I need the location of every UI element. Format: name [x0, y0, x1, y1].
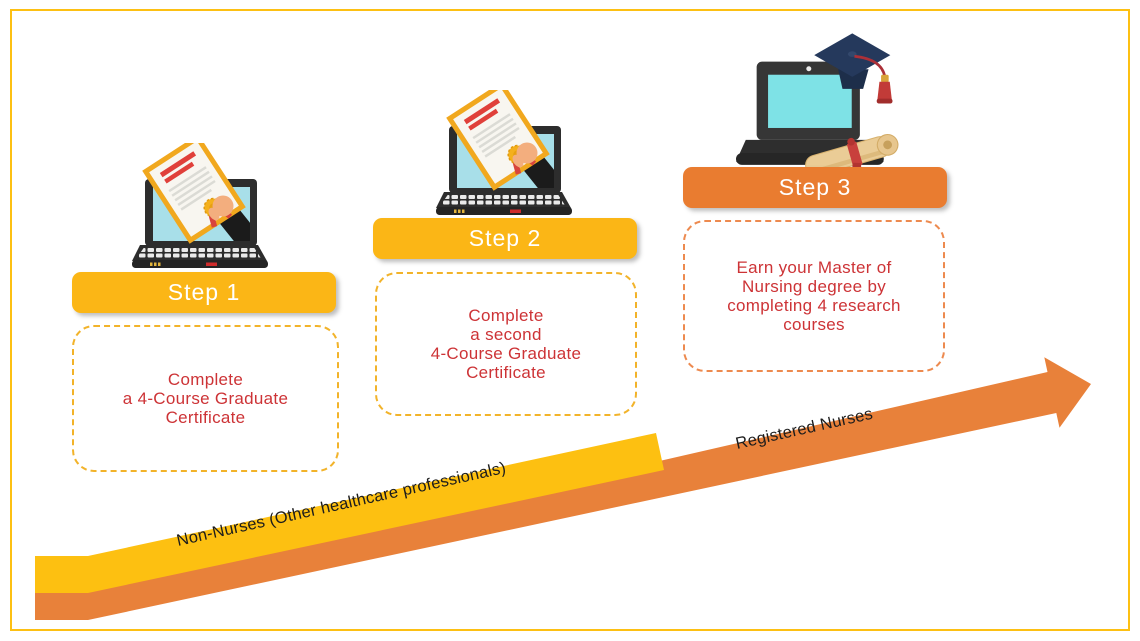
- step-1-group: Step 1 Complete a 4-Course Graduate Cert…: [72, 140, 339, 472]
- step-3-description-box: Earn your Master of Nursing degree by co…: [683, 220, 945, 372]
- laptop-certificate-icon: [434, 90, 574, 230]
- step-2-group: Step 2 Complete a second 4-Course Gradua…: [373, 88, 637, 420]
- laptop-certificate-icon: [130, 143, 270, 283]
- step-3-group: Step 3 Earn your Master of Nursing degre…: [683, 28, 947, 372]
- step-3-description: Earn your Master of Nursing degree by co…: [727, 258, 901, 334]
- step-3-banner: Step 3: [683, 167, 947, 208]
- step-1-description: Complete a 4-Course Graduate Certificate: [122, 370, 289, 427]
- step-2-description-box: Complete a second 4-Course Graduate Cert…: [375, 272, 637, 416]
- non-nurses-band: [35, 433, 664, 593]
- step-2-banner: Step 2: [373, 218, 637, 259]
- step-1-banner-label: Step 1: [167, 279, 241, 305]
- step-2-description: Complete a second 4-Course Graduate Cert…: [430, 306, 582, 382]
- step-2-banner-label: Step 2: [468, 225, 542, 251]
- step-3-banner-label: Step 3: [778, 174, 852, 200]
- step-1-banner: Step 1: [72, 272, 336, 313]
- step-1-description-box: Complete a 4-Course Graduate Certificate: [72, 325, 339, 472]
